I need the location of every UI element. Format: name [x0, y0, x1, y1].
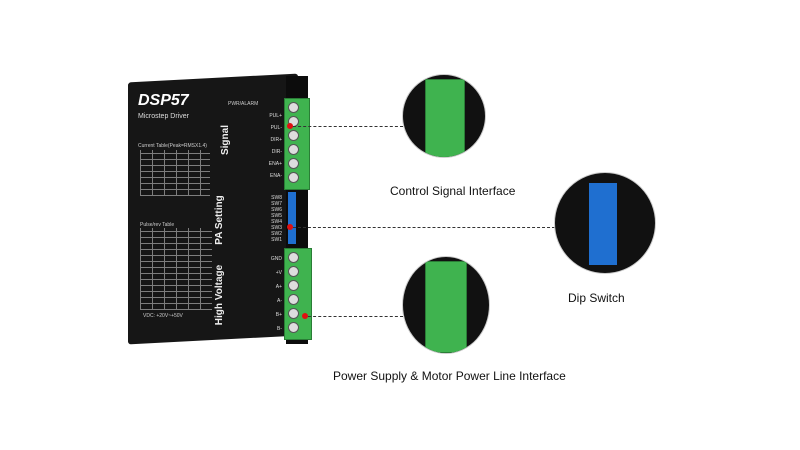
pin-a-plus: A+ — [275, 284, 282, 290]
switch-label: SW6 — [271, 207, 282, 213]
pin-ena-minus: ENA- — [270, 173, 282, 179]
dip-leader-line — [293, 227, 555, 228]
dip-marker-dot — [287, 224, 293, 230]
driver-subtitle: Microstep Driver — [138, 113, 189, 120]
switch-label: SW7 — [271, 201, 282, 207]
dip-switch-zoom — [554, 172, 656, 274]
pin-a-minus: A- — [277, 298, 282, 304]
signal-group-label: Signal — [220, 125, 231, 156]
switch-label: SW5 — [271, 213, 282, 219]
signal-terminal-zoom — [402, 74, 486, 158]
pin-pul-plus: PUL+ — [269, 113, 282, 119]
pin-v-plus: +V — [275, 270, 282, 276]
pa-setting-label: PA Setting — [214, 195, 225, 245]
switch-label: SW1 — [271, 237, 282, 243]
dip-switch-caption: Dip Switch — [568, 291, 625, 305]
signal-leader-line — [293, 126, 403, 127]
pin-pul-minus: PUL- — [270, 125, 282, 131]
signal-terminal-block[interactable] — [284, 98, 310, 190]
power-marker-dot — [302, 313, 308, 319]
pin-dir-plus: DIR+ — [270, 137, 282, 143]
pin-dir-minus: DIR- — [271, 149, 282, 155]
current-table — [140, 150, 210, 196]
switch-label: SW8 — [271, 195, 282, 201]
pin-gnd: GND — [270, 256, 282, 262]
dip-switch[interactable] — [288, 192, 296, 244]
voltage-note: VDC: +20V~+50V — [143, 313, 183, 319]
control-signal-caption: Control Signal Interface — [390, 184, 516, 198]
model-name: DSP57 — [138, 92, 189, 109]
pulse-table-label: Pulse/rev Table — [140, 222, 175, 228]
pin-b-plus: B+ — [275, 312, 282, 318]
power-terminal-block[interactable] — [284, 248, 312, 340]
power-terminal-zoom — [402, 256, 490, 354]
current-table-label: Current Table(Peak=RMSX1.4) — [138, 143, 207, 149]
power-leader-line — [308, 316, 403, 317]
switch-label: SW4 — [271, 219, 282, 225]
pin-ena-plus: ENA+ — [268, 161, 282, 167]
high-voltage-label: High Voltage — [214, 264, 225, 326]
pwr-alarm-label: PWR/ALARM — [228, 101, 259, 107]
switch-label: SW2 — [271, 231, 282, 237]
pin-b-minus: B- — [277, 326, 282, 332]
pulse-table — [140, 228, 212, 310]
power-interface-caption: Power Supply & Motor Power Line Interfac… — [333, 369, 566, 383]
signal-marker-dot — [287, 123, 293, 129]
switch-label: SW3 — [271, 225, 282, 231]
